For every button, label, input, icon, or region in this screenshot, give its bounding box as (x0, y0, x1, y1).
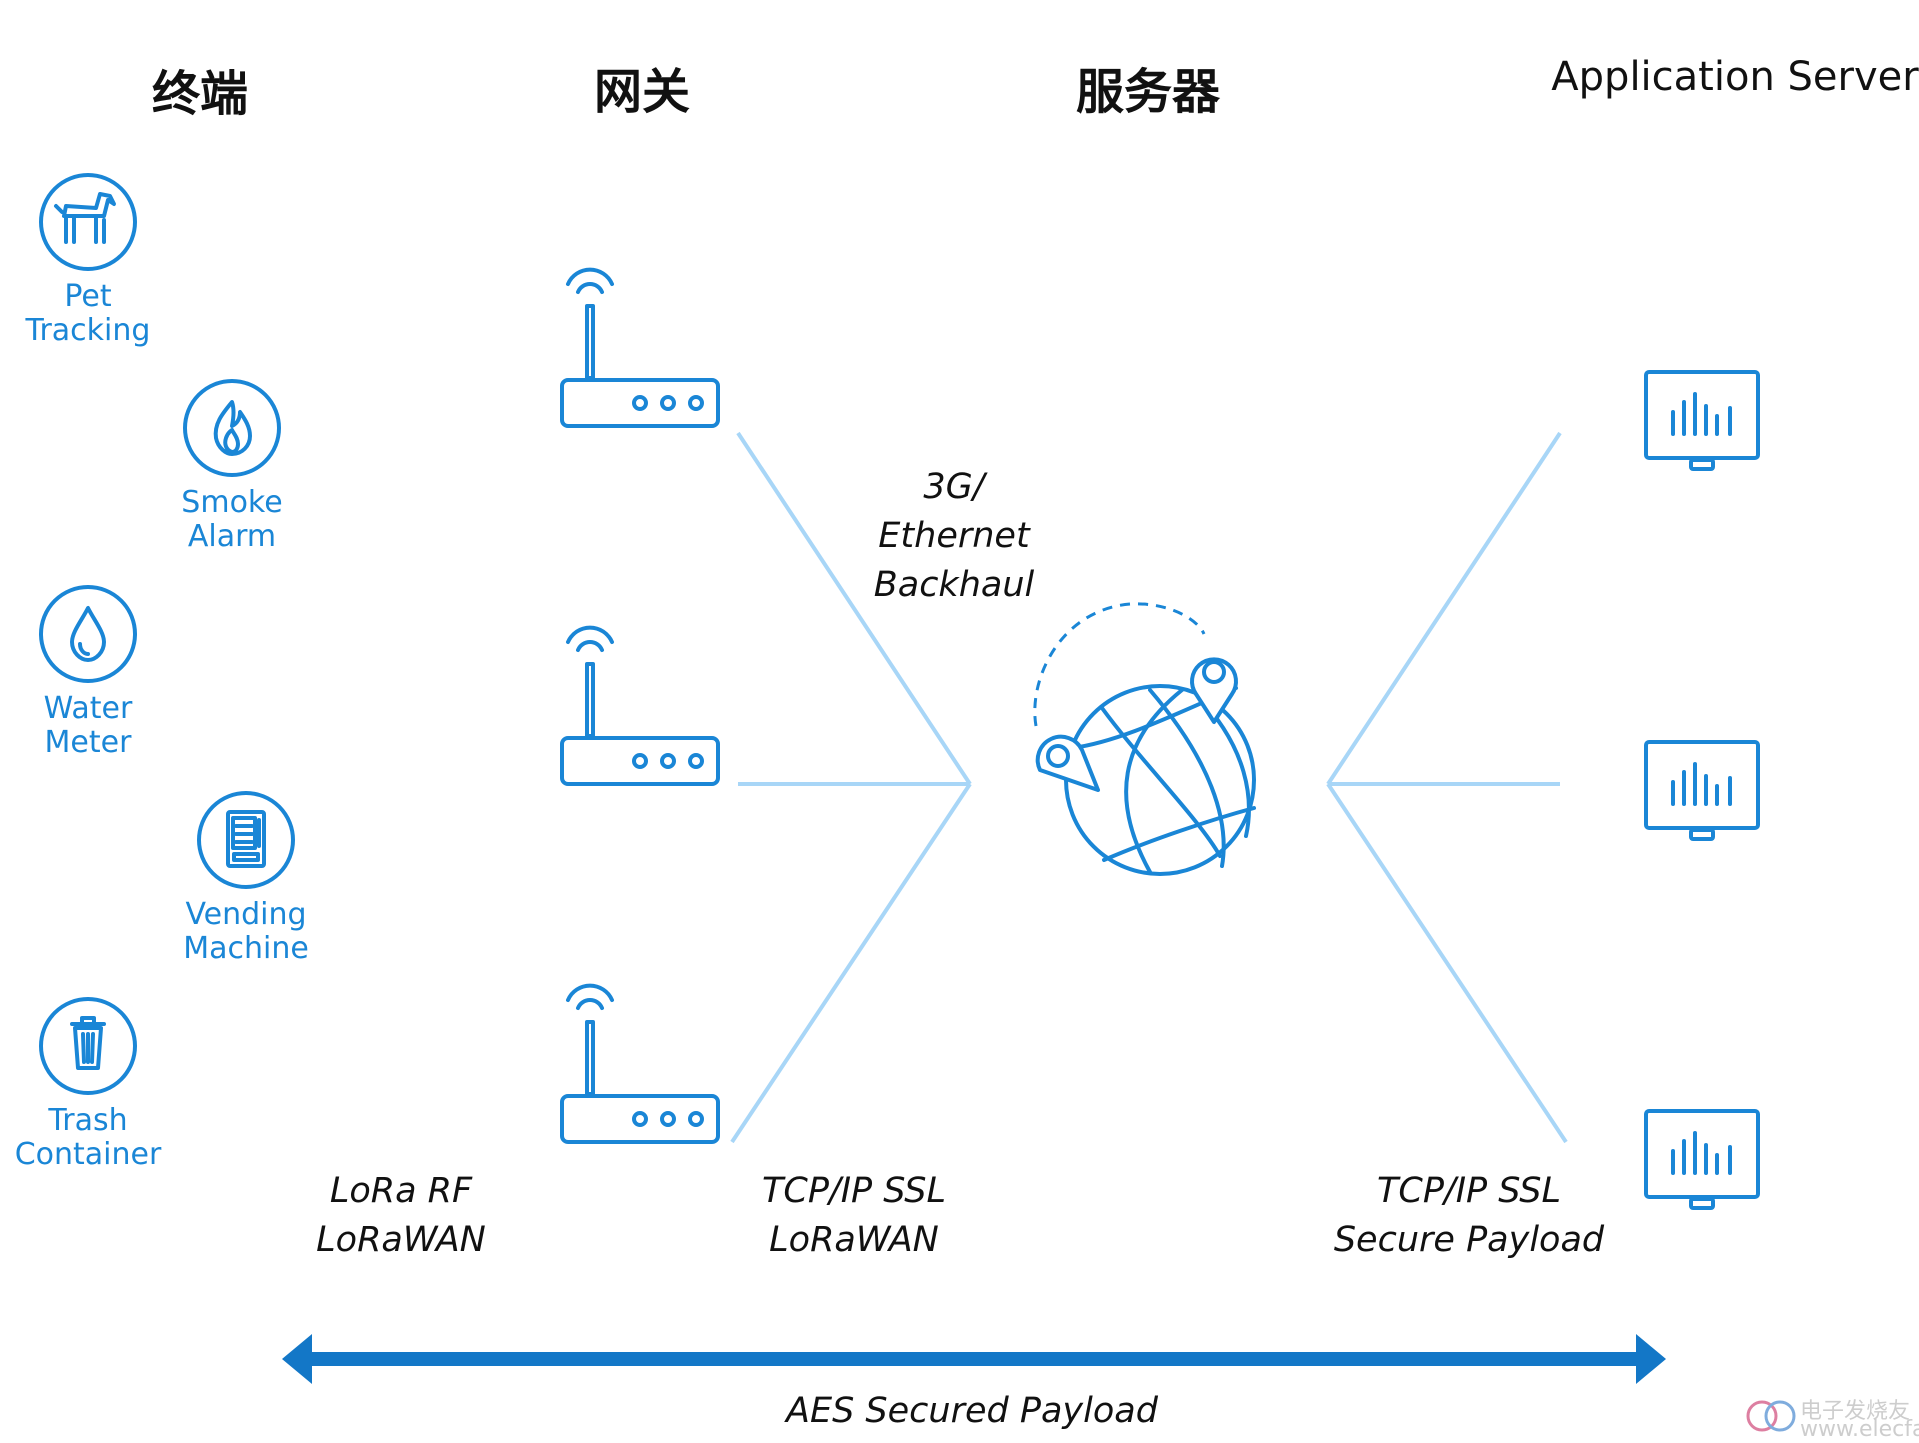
gateway-server-connectors (730, 431, 972, 1144)
lora-label-line1: LoRa RF (330, 1171, 473, 1211)
aes-label: AES Secured Payload (784, 1391, 1159, 1431)
app-server-monitor-icon (1644, 740, 1760, 841)
backhaul-label-line2: Ethernet (878, 516, 1031, 556)
device-water-meter: Water Meter (39, 585, 137, 760)
gw-server-label-line2: LoRaWAN (769, 1220, 939, 1260)
watermark-subtext: www.elecfans.com (1800, 1417, 1919, 1442)
dog-icon (54, 192, 116, 244)
trash-can-icon (70, 1016, 106, 1070)
location-pin-icon (1190, 657, 1238, 724)
gw-server-label-line1: TCP/IP SSL (762, 1171, 946, 1211)
device-label-line2: Tracking (25, 313, 151, 348)
gateway-router-icon (560, 625, 720, 786)
water-drop-icon (70, 606, 106, 662)
column-title-server: 服务器 (1076, 64, 1221, 120)
lora-label-line2: LoRaWAN (316, 1220, 486, 1260)
server-app-label-line2: Secure Payload (1334, 1220, 1605, 1260)
device-label-line1: Pet (64, 279, 111, 314)
app-server-monitor-icon (1644, 370, 1760, 471)
device-trash-container: Trash Container (15, 997, 162, 1172)
device-label-line1: Water (44, 691, 133, 726)
aes-double-arrow (282, 1334, 1666, 1384)
device-label-line2: Alarm (188, 519, 276, 554)
device-smoke-alarm: Smoke Alarm (181, 379, 283, 554)
device-vending-machine: Vending Machine (183, 791, 309, 966)
backhaul-label-line1: 3G/ (923, 467, 987, 507)
device-label-line2: Machine (183, 931, 309, 966)
column-title-app-server: Application Server (1551, 54, 1919, 100)
column-title-endpoint: 终端 (152, 66, 248, 122)
device-label-line2: Container (15, 1137, 162, 1172)
flame-icon (213, 400, 252, 456)
device-label-line1: Vending (185, 897, 306, 932)
server-app-connectors (1326, 431, 1568, 1144)
gateway-router-icon (560, 983, 720, 1144)
server-app-label-line1: TCP/IP SSL (1377, 1171, 1561, 1211)
location-pin-icon (1035, 734, 1100, 792)
app-server-monitor-icon (1644, 1109, 1760, 1210)
column-title-gateway: 网关 (594, 64, 690, 120)
device-label-line1: Smoke (181, 485, 282, 520)
watermark-text: 电子发烧友 (1800, 1399, 1910, 1424)
vending-machine-icon (226, 810, 266, 868)
gateway-router-icon (560, 267, 720, 428)
device-pet-tracking: Pet Tracking (25, 173, 151, 348)
device-label-line1: Trash (47, 1103, 127, 1138)
watermark-logo: 电子发烧友 www.elecfans.com (1746, 1399, 1919, 1442)
backhaul-label-line3: Backhaul (874, 565, 1035, 605)
device-label-line2: Meter (45, 725, 133, 760)
